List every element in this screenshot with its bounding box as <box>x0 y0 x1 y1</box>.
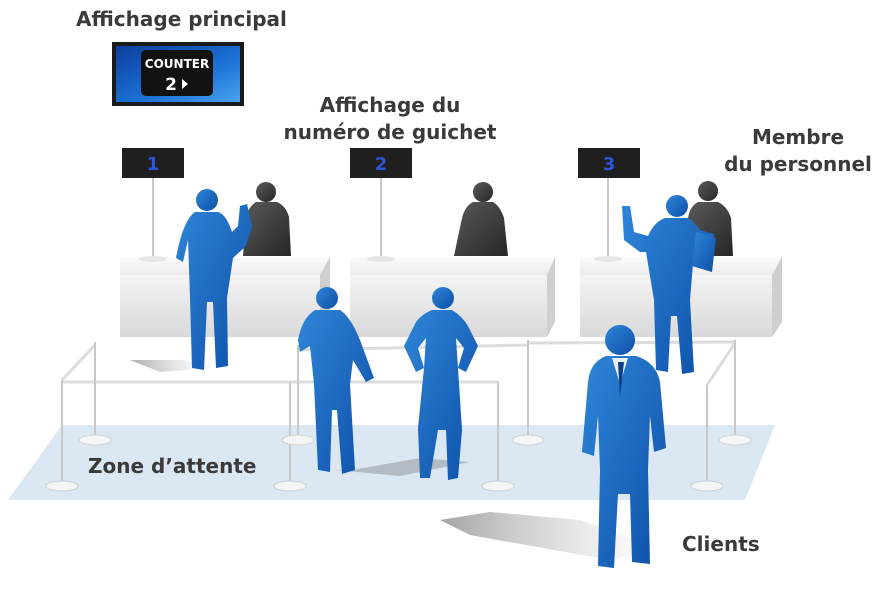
counter-number-2: 2 <box>375 154 388 175</box>
client-on-phone <box>298 287 374 474</box>
waiting-zone-label-text: Zone d’attente <box>88 454 257 478</box>
clients-label: Clients <box>682 531 760 558</box>
client-foreground-man <box>582 325 666 568</box>
counter-display-2: 2 <box>350 148 412 178</box>
counter-display-1: 1 <box>122 148 184 178</box>
counter-display-3: 3 <box>578 148 640 178</box>
main-screen-title: COUNTER <box>145 57 209 71</box>
main-display-screen: COUNTER 2 <box>112 42 244 106</box>
waiting-zone-label: Zone d’attente <box>88 453 256 480</box>
clients-label-text: Clients <box>682 532 760 556</box>
staff-member-1 <box>243 182 291 256</box>
staff-member-2 <box>454 182 508 256</box>
barrier-posts <box>61 340 736 484</box>
counter-number-1: 1 <box>147 154 160 175</box>
counter-display-label-line-2: numéro de guichet <box>283 120 497 144</box>
staff-member-label-line-1: Membre <box>751 125 845 149</box>
client-at-counter-3 <box>622 195 716 374</box>
main-display-label-text: Affichage principal <box>76 7 287 31</box>
client-woman <box>404 287 478 480</box>
main-screen-number: 2 <box>165 75 177 95</box>
client-at-counter-1 <box>176 189 252 370</box>
play-arrow-icon <box>182 79 188 89</box>
main-display-label: Affichage principal <box>76 6 287 33</box>
counter-number-3: 3 <box>603 154 616 175</box>
staff-member-label-line-2: du personnel <box>724 152 872 176</box>
staff-member-label: Membre du personnel <box>718 124 878 178</box>
counter-display-label: Affichage du numéro de guichet <box>270 92 510 146</box>
barrier-bases <box>45 434 752 492</box>
counter-display-label-line-1: Affichage du <box>319 93 461 117</box>
